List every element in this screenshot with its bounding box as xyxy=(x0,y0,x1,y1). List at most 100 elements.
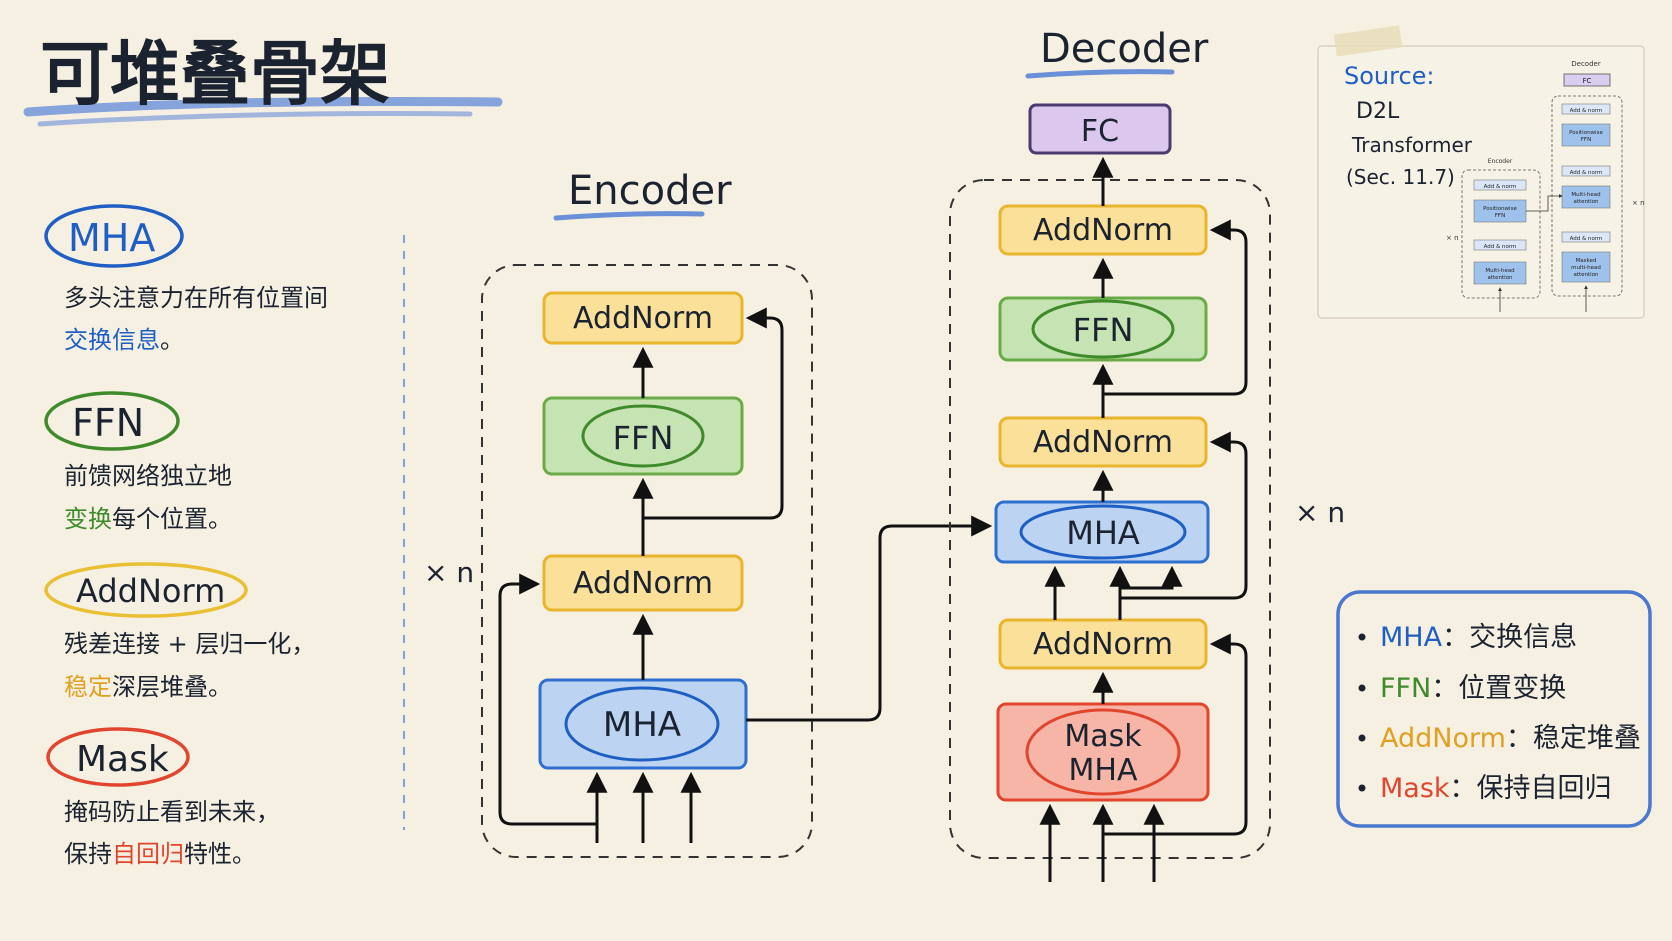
source-line2: Transformer xyxy=(1351,133,1473,157)
sidebar-addnorm-label: AddNorm xyxy=(76,572,225,610)
thumb-dec-ffn-label-1: Positionwise xyxy=(1569,130,1603,136)
legend-item-2: FFN：位置变换 xyxy=(1380,673,1566,704)
thumb-fc xyxy=(1563,73,1611,87)
sidebar-ffn-label: FFN xyxy=(72,401,144,445)
mask-badge-oval xyxy=(46,727,190,787)
sidebar-ffn-line1: 前馈网络独立地 xyxy=(64,462,232,490)
decoder-residual-3 xyxy=(1103,219,1248,396)
addnorm-badge-oval xyxy=(44,562,248,618)
source-line1: D2L xyxy=(1356,99,1400,124)
thumb-fc-label: FC xyxy=(1583,77,1592,85)
encoder-ffn-label: FFN xyxy=(613,419,674,457)
legend-bullet-1 xyxy=(1358,633,1366,641)
sidebar-mask: Mask 掩码防止看到未来， 保持自回归特性。 xyxy=(46,727,280,868)
decoder-mha-label: MHA xyxy=(1066,514,1140,552)
decoder-fc-label: FC xyxy=(1081,114,1119,149)
encoder-mha-label: MHA xyxy=(603,705,681,745)
decoder-mha-oval xyxy=(1019,504,1187,560)
decoder-residual-2 xyxy=(1120,431,1248,600)
thumb-dec-masked-label-2: multi-head xyxy=(1571,265,1601,271)
mha-badge-oval xyxy=(44,204,184,268)
encoder-residual-2 xyxy=(643,307,784,520)
thumb-enc-mha-label-2: attention xyxy=(1487,275,1513,281)
ffn-badge-oval xyxy=(44,391,180,451)
thumb-enc-addnorm-1 xyxy=(1473,179,1527,191)
thumb-cross-arrow xyxy=(1526,194,1563,212)
decoder-ffn-oval xyxy=(1031,299,1175,359)
source-line3: (Sec. 11.7) xyxy=(1346,165,1455,189)
encoder-repeat-label: × n xyxy=(424,556,474,589)
decoder-title-underline xyxy=(1025,69,1175,79)
sidebar-mha-label: MHA xyxy=(68,216,155,260)
decoder-addnorm-mid-label: AddNorm xyxy=(1033,425,1173,460)
legend-frame xyxy=(1336,590,1652,828)
legend-box: MHA：交换信息 FFN：位置变换 AddNorm：稳定堆叠 Mask：保持自回… xyxy=(1336,590,1652,828)
encoder-title: Encoder xyxy=(568,168,732,214)
decoder-addnorm-bottom xyxy=(998,618,1208,670)
legend-bullet-2 xyxy=(1358,684,1366,692)
sidebar-mha-line2: 交换信息。 xyxy=(64,326,184,354)
decoder-mask-mha-label: MHA xyxy=(1069,753,1138,788)
thumb-dec-ffn-label-2: FFN xyxy=(1581,137,1591,143)
encoder-group: Encoder × n AddNorm FFN AddNorm MHA xyxy=(424,168,993,858)
thumb-dec-mha-label-2: attention xyxy=(1573,199,1599,205)
thumb-enc-addnorm-1-label: Add & norm xyxy=(1484,184,1517,190)
source-thumbnail: Decoder FC Add & norm Positionwise FFN A… xyxy=(1446,60,1645,312)
encoder-addnorm-top xyxy=(542,291,744,345)
page-title: 可堆叠骨架 xyxy=(40,33,390,115)
sidebar-ffn-line2: 变换每个位置。 xyxy=(64,505,232,533)
thumb-enc-mha-label-1: Multi-head xyxy=(1485,268,1514,274)
page-title-group: 可堆叠骨架 xyxy=(23,33,503,127)
thumb-enc-ffn-label-2: FFN xyxy=(1495,213,1505,219)
legend-bullet-4 xyxy=(1358,784,1366,792)
thumb-encoder-title: Encoder xyxy=(1488,158,1513,165)
legend-item-3: AddNorm：稳定堆叠 xyxy=(1380,723,1641,754)
thumb-dec-masked-label-1: Masked xyxy=(1576,258,1597,264)
thumb-dec-addnorm-1 xyxy=(1561,103,1611,115)
thumb-dec-addnorm-2-label: Add & norm xyxy=(1570,170,1603,176)
thumb-encoder-frame xyxy=(1461,169,1541,299)
source-card: Source: D2L Transformer (Sec. 11.7) Deco… xyxy=(1317,25,1645,319)
thumb-enc-addnorm-2-label: Add & norm xyxy=(1484,244,1517,250)
decoder-repeat-label: × n xyxy=(1295,496,1345,529)
decoder-addnorm-bottom-label: AddNorm xyxy=(1033,627,1173,662)
encoder-ffn-oval xyxy=(581,404,705,468)
encoder-mha-oval xyxy=(564,686,720,762)
thumb-dec-addnorm-3 xyxy=(1561,231,1611,243)
encoder-addnorm-bottom-label: AddNorm xyxy=(573,566,713,601)
thumb-dec-mha-label-1: Multi-head xyxy=(1571,192,1600,198)
thumb-dec-masked-label-3: attention xyxy=(1573,272,1599,278)
thumb-dec-xn: × n xyxy=(1632,199,1645,207)
legend-item-1: MHA：交换信息 xyxy=(1380,622,1577,653)
sidebar-ffn: FFN 前馈网络独立地 变换每个位置。 xyxy=(44,391,232,533)
decoder-kv-arrow-2 xyxy=(1118,565,1183,620)
thumb-decoder-title: Decoder xyxy=(1571,60,1601,68)
decoder-stack-frame xyxy=(949,179,1271,859)
thumb-dec-ffn xyxy=(1561,123,1611,147)
thumb-dec-masked xyxy=(1561,251,1611,283)
title-underline xyxy=(23,96,503,117)
sidebar-mask-label: Mask xyxy=(76,739,169,780)
source-label: Source: xyxy=(1344,62,1435,90)
sidebar-mask-line1: 掩码防止看到未来， xyxy=(64,798,280,826)
decoder-ffn-label: FFN xyxy=(1073,311,1134,349)
thumb-enc-addnorm-2 xyxy=(1473,239,1527,251)
encoder-to-decoder-arrow xyxy=(746,515,993,722)
decoder-mask-mha-oval xyxy=(1025,708,1181,796)
decoder-group: Decoder FC × n AddNorm FFN AddNorm MHA A… xyxy=(949,26,1345,882)
thumb-enc-mha xyxy=(1473,261,1527,285)
sidebar-addnorm-line2: 稳定深层堆叠。 xyxy=(64,673,232,701)
decoder-fc-box xyxy=(1028,103,1172,155)
thumb-dec-addnorm-3-label: Add & norm xyxy=(1570,236,1603,242)
source-card-tape xyxy=(1333,25,1403,57)
title-underline-2 xyxy=(37,110,473,127)
encoder-residual-1 xyxy=(498,573,597,826)
thumb-dec-addnorm-2 xyxy=(1561,165,1611,177)
legend-bullet-3 xyxy=(1358,734,1366,742)
thumb-dec-addnorm-1-label: Add & norm xyxy=(1570,108,1603,114)
decoder-residual-1 xyxy=(1103,633,1248,836)
legend-item-4: Mask：保持自回归 xyxy=(1380,773,1612,804)
sidebar-mask-line2: 保持自回归特性。 xyxy=(64,840,256,868)
